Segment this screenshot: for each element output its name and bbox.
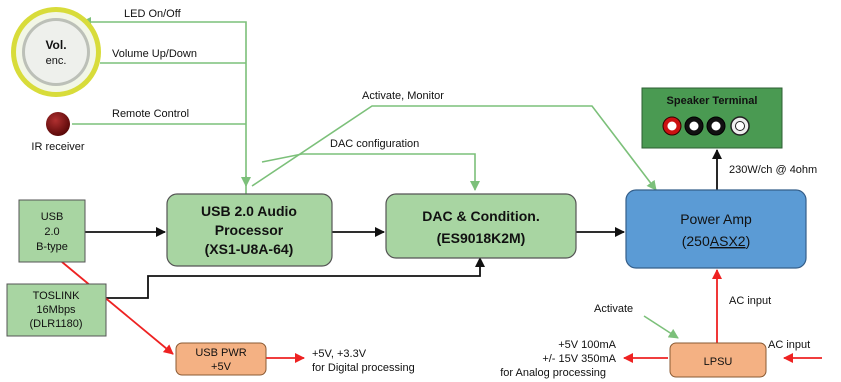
toslink-to-dac-line (106, 257, 485, 299)
vol-enc-line1: Vol. (45, 38, 66, 52)
power-out-label: 230W/ch @ 4ohm (729, 164, 817, 176)
dac-config-line (261, 153, 480, 191)
usb-line3: B-type (36, 241, 68, 253)
usb-input-box: USB 2.0 B-type (18, 199, 86, 263)
usb-audio-processor-box: USB 2.0 Audio Processor (XS1-U8A-64) (166, 193, 333, 267)
volume-label: Volume Up/Down (112, 48, 197, 60)
toslink-line1: TOSLINK (33, 290, 81, 302)
activate-label: Activate (594, 303, 633, 315)
usb-pwr-box: USB PWR +5V (175, 342, 267, 376)
toslink-line2: 16Mbps (36, 304, 76, 316)
volume-encoder: Vol. enc. (11, 7, 101, 97)
dac-line1: DAC & Condition. (422, 208, 539, 224)
amp-line1: Power Amp (680, 211, 752, 227)
lpsu-out1: +5V 100mA (558, 339, 616, 351)
speaker-post-red-icon (662, 116, 682, 136)
speaker-terminal-box: Speaker Terminal (641, 87, 783, 149)
lpsu-out2: +/- 15V 350mA (542, 353, 616, 365)
dac-box: DAC & Condition. (ES9018K2M) (385, 193, 577, 259)
toslink-line3: (DLR1180) (30, 318, 83, 330)
usb-line1: USB (41, 211, 64, 223)
led-label: LED On/Off (124, 8, 182, 20)
activate-monitor-label: Activate, Monitor (362, 90, 444, 102)
usb-pwr-line1: USB PWR (195, 347, 246, 359)
usb-pwr-out1: +5V, +3.3V (312, 348, 367, 360)
ac-input-main-label: AC input (768, 339, 810, 351)
led-line (81, 17, 247, 194)
dac-config-label: DAC configuration (330, 138, 419, 150)
speaker-post-black-icon (706, 116, 726, 136)
speaker-post-black-icon (684, 116, 704, 136)
usb-pwr-out2: for Digital processing (312, 362, 415, 374)
remote-label: Remote Control (112, 108, 189, 120)
dac-line2: (ES9018K2M) (437, 230, 526, 246)
activate-monitor-line (251, 105, 657, 191)
amp-line2: (250ASX2) (682, 233, 751, 249)
usb-pwr-line2: +5V (211, 361, 232, 373)
proc-line3: (XS1-U8A-64) (205, 241, 294, 257)
proc-line1: USB 2.0 Audio (201, 203, 297, 219)
ir-receiver-icon (46, 112, 70, 136)
lpsu-out3: for Analog processing (500, 367, 606, 379)
toslink-box: TOSLINK 16Mbps (DLR1180) (6, 283, 107, 337)
usb-to-pwr-line (61, 261, 174, 355)
ir-receiver-label: IR receiver (31, 141, 85, 153)
usb-line2: 2.0 (44, 226, 59, 238)
proc-line2: Processor (215, 222, 284, 238)
speaker-title: Speaker Terminal (667, 95, 758, 107)
power-amp-box: Power Amp (250ASX2) (625, 189, 807, 269)
speaker-post-white-icon (730, 116, 750, 136)
lpsu-box: LPSU (669, 342, 767, 378)
ir-receiver: IR receiver (31, 112, 85, 153)
activate-line (643, 315, 679, 339)
vol-enc-line2: enc. (46, 55, 67, 67)
lpsu-label: LPSU (704, 356, 733, 368)
ac-input-amp-label: AC input (729, 295, 771, 307)
